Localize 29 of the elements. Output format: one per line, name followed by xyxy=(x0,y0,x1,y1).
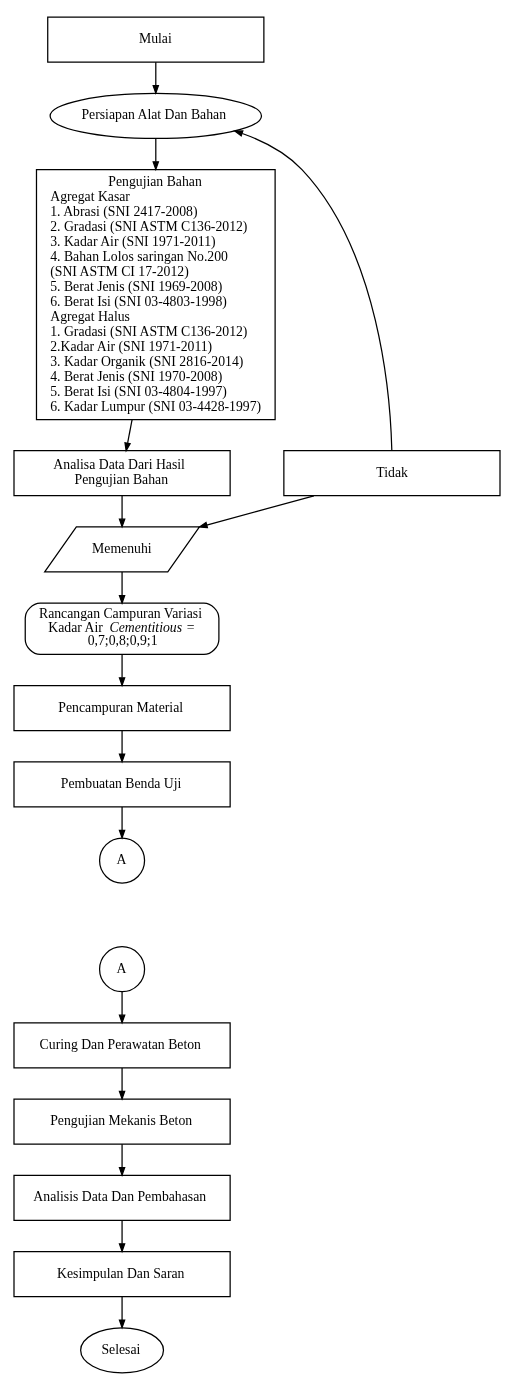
node-box: Rancangan Campuran Variasi Kadar Air Cementitious = 0,7;0,8;0,9;1 xyxy=(24,602,219,655)
node-box: Curing Dan Perawatan Beton xyxy=(12,1021,231,1069)
arrow xyxy=(118,990,126,1025)
arrow xyxy=(118,1219,126,1253)
arrow xyxy=(118,1143,126,1177)
arrow xyxy=(123,418,133,452)
node-box: Mulai xyxy=(46,16,264,63)
arrow xyxy=(118,653,126,687)
arrow xyxy=(118,805,126,840)
node-circle: A xyxy=(98,945,145,992)
arrow xyxy=(151,137,159,171)
node-box: Analisa Data Dari Hasil Pengujian Bahan xyxy=(12,449,231,496)
node-box: Pencampuran Material xyxy=(12,684,231,731)
node-box: Pengujian Bahan Agregat Kasar 1. Abrasi (SNI 2417-2008) 2. Gradasi (SNI ASTM C136-2012) 3. Kadar Air (SNI 1971-2011) 4. Bahan Lolos saringan No.200 (SNI ASTM CI 17-2012) 5. Berat Jenis (SNI 1969-2008) 6. Berat Isi (SNI 03-4803-1998) Agregat Halus 1. Gradasi (SNI ASTM C136-2012) 2.Kadar Air (SNI 1971-2011) 3. Kadar Organik (SNI 2816-2014) 4. Berat Jenis (SNI 1970-2008) 5. Berat Isi (SNI 03-4804-1997) 6. Kadar Lumpur (SNI 03-4428-1997) xyxy=(35,168,276,420)
arrow xyxy=(118,1066,126,1101)
arrow xyxy=(118,1295,126,1329)
node-ellipse: Selesai xyxy=(79,1326,164,1373)
node-box: Pengujian Mekanis Beton xyxy=(12,1098,231,1145)
node-circle: A xyxy=(98,836,145,884)
arrow xyxy=(151,61,159,95)
node-box: Tidak xyxy=(282,449,501,496)
node-box: Analisis Data Dan Pembahasan xyxy=(12,1174,231,1221)
node-box: Kesimpulan Dan Saran xyxy=(12,1250,231,1297)
arrow xyxy=(232,129,392,451)
arrow xyxy=(118,729,126,763)
arrow xyxy=(197,494,314,528)
arrow xyxy=(118,570,126,605)
arrow xyxy=(118,494,126,529)
node-box: Pembuatan Benda Uji xyxy=(12,760,231,807)
